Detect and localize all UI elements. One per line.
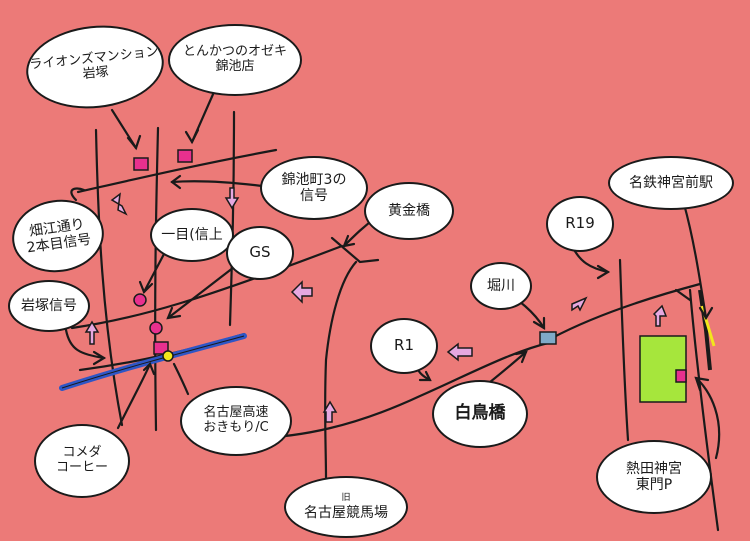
label-ichiban-shita: 一目(信上 bbox=[150, 208, 234, 262]
label-r19: R19 bbox=[546, 196, 614, 252]
pointer-expressway bbox=[172, 362, 190, 396]
marker-lions-mansion bbox=[133, 157, 149, 171]
label-iwatsuka-signal: 岩塚信号 bbox=[8, 280, 90, 332]
pointer-gs bbox=[166, 262, 240, 320]
direction-arrow-northeast bbox=[571, 296, 588, 312]
road-r19-vertical bbox=[618, 258, 630, 442]
label-komeda-coffee: コメダ コーヒー bbox=[34, 424, 130, 498]
label-tonkatsu-ozeki: とんかつのオゼキ 錦池店 bbox=[168, 24, 302, 96]
direction-arrow-northwest bbox=[110, 192, 128, 216]
direction-arrow-up bbox=[84, 320, 100, 345]
marker-atsuta-east-gate bbox=[675, 369, 687, 383]
marker-ichiban bbox=[133, 293, 147, 307]
railway-track bbox=[698, 289, 712, 371]
pointer-meitetsu bbox=[682, 202, 708, 320]
road-r1-north bbox=[330, 236, 380, 264]
label-atsuta-shrine-east-gate: 熱田神宮 東門P bbox=[596, 440, 712, 514]
shiratori-bridge-marker bbox=[539, 331, 557, 345]
direction-arrow-racecourse bbox=[322, 400, 338, 423]
road-station-stub bbox=[674, 288, 692, 302]
atsuta-shrine-grounds bbox=[639, 335, 687, 403]
road-east-edge bbox=[688, 288, 720, 532]
road-fork bbox=[324, 260, 358, 480]
pointer-komeda bbox=[116, 362, 152, 430]
label-shinikecho-signal: 錦池町3の 信号 bbox=[260, 156, 368, 220]
road-north-horizontal bbox=[76, 148, 278, 194]
marker-tonkatsu bbox=[177, 149, 193, 163]
direction-arrow-west bbox=[290, 280, 313, 304]
pointer-ichiban bbox=[142, 252, 166, 294]
marker-komeda bbox=[153, 341, 169, 355]
road-r1-south bbox=[234, 340, 554, 440]
pointer-hatae bbox=[70, 187, 86, 202]
road-middle-horizontal bbox=[70, 244, 344, 330]
road-bridge-approach bbox=[550, 282, 702, 340]
road-west-vertical bbox=[94, 128, 124, 427]
label-nagoya-racecourse: 旧 名古屋競馬場 bbox=[284, 476, 408, 538]
label-r1: R1 bbox=[370, 318, 438, 374]
pointer-atsuta bbox=[694, 376, 721, 460]
label-ogonbashi: 黄金橋 bbox=[364, 182, 454, 240]
direction-arrow-r1-west bbox=[446, 342, 473, 362]
label-shiratori-bridge: 白鳥橋 bbox=[432, 380, 528, 448]
direction-arrow-shrine bbox=[652, 304, 668, 327]
marker-expressway-ic bbox=[162, 350, 174, 362]
direction-arrow-down bbox=[224, 187, 240, 210]
label-gs: GS bbox=[226, 226, 294, 280]
road-east-vertical bbox=[228, 110, 236, 327]
label-meitetsu-jingumae-station: 名鉄神宮前駅 bbox=[608, 156, 734, 210]
label-nagoya-expressway: 名古屋高速 おきもり/C bbox=[180, 386, 292, 456]
pointer-shinikecho bbox=[170, 180, 264, 188]
label-horikawa: 堀川 bbox=[470, 262, 532, 310]
pointer-iwatsuka bbox=[64, 328, 106, 360]
marker-gs bbox=[149, 321, 163, 335]
road-center-vertical bbox=[154, 126, 160, 432]
